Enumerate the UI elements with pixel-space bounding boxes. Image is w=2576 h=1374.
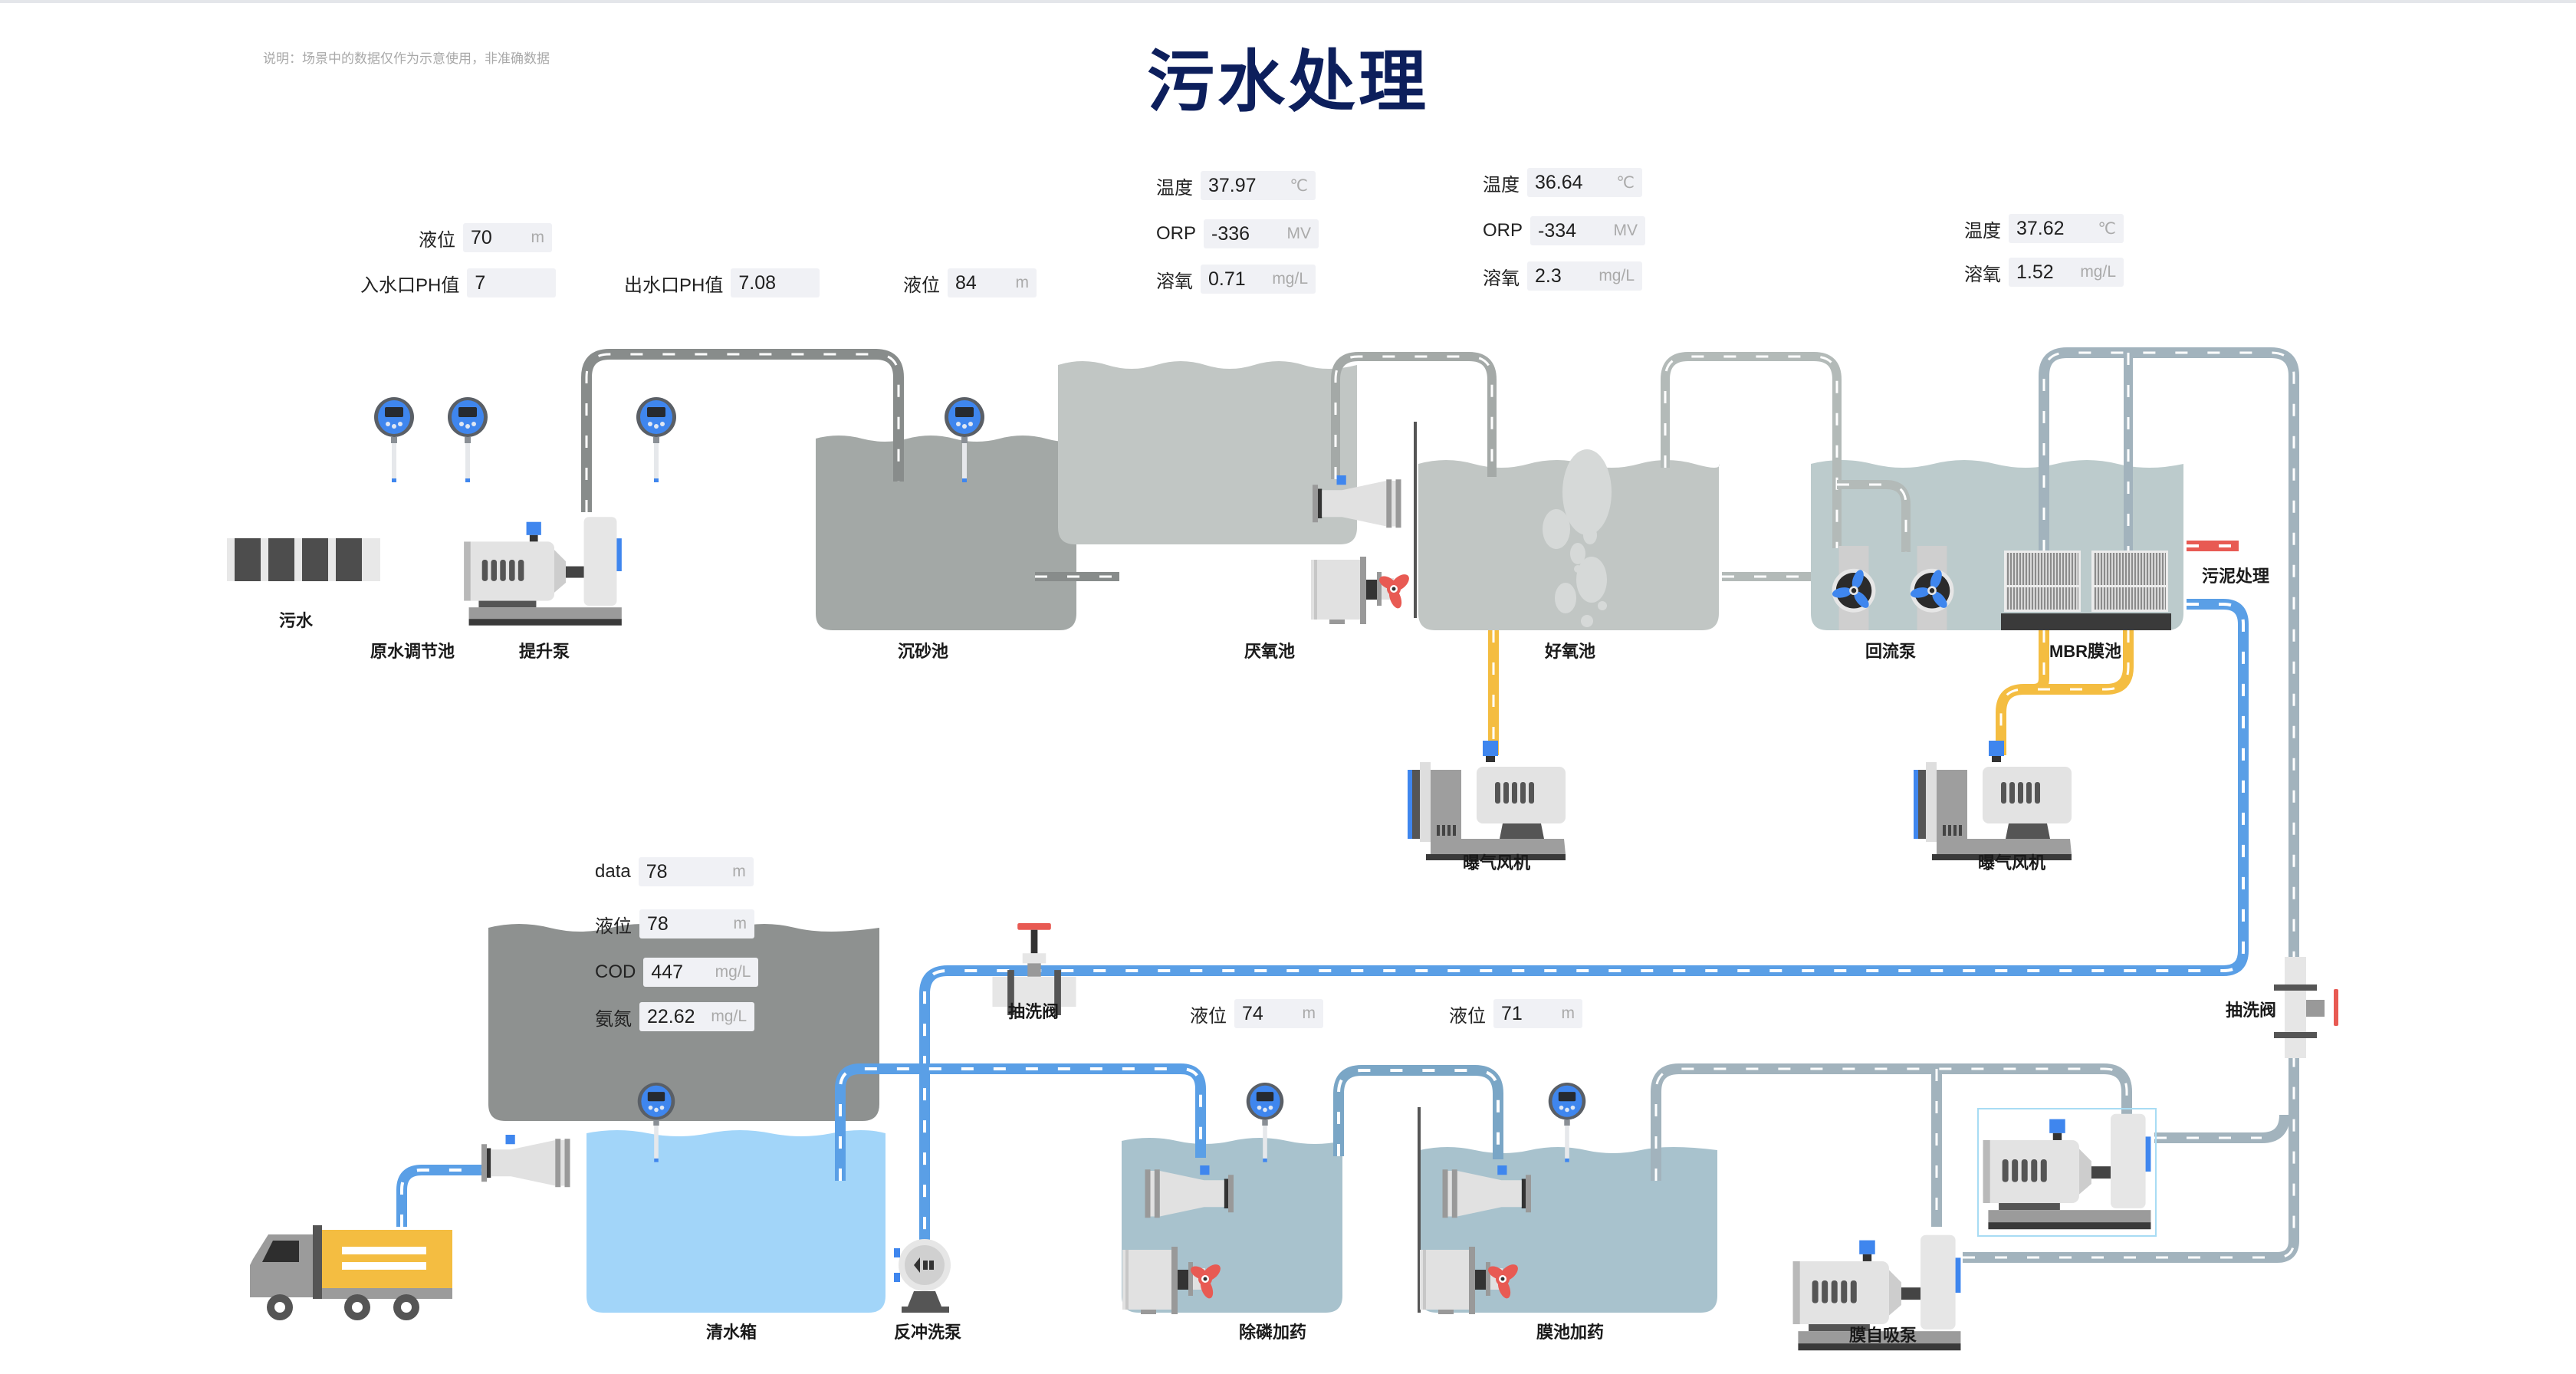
label-membrane-dosing[interactable]: 膜池加药 (1536, 1323, 1605, 1342)
truck-icon (250, 1225, 452, 1320)
anaerobic-tank (1058, 361, 1357, 544)
sewage-grille-icon (227, 538, 380, 581)
lift-pump-icon (464, 517, 622, 626)
inlet-ph-value: 7 (475, 271, 486, 294)
label-sewage[interactable]: 污水 (278, 611, 314, 630)
label-flush-valve-2[interactable]: 抽洗阀 (2225, 1001, 2277, 1020)
mbr-do-value: 1.52 (2016, 261, 2054, 283)
label-grit-tank[interactable]: 沉砂池 (897, 642, 949, 661)
aerobic-bubbles (1543, 449, 1612, 627)
membrane-pump-2-icon (1983, 1113, 2151, 1230)
pipe-truck (396, 1165, 491, 1227)
backwash-pump-icon (894, 1239, 951, 1313)
label-blower-1[interactable]: 曝气风机 (1462, 853, 1531, 873)
anaerobic-temp-value: 37.97 (1208, 174, 1257, 196)
selected-pump-frame (1977, 1108, 2157, 1237)
label-return-pump[interactable]: 回流泵 (1865, 642, 1917, 661)
membrane-module-2-icon (2091, 551, 2168, 612)
ph-meter-out-icon (636, 397, 676, 482)
blower-1-icon (1408, 741, 1566, 860)
clean-data-value: 78 (646, 860, 668, 883)
anaerobic-orp-value: -336 (1211, 222, 1250, 245)
anaerobic-mixer-icon (1311, 557, 1412, 624)
membrane-module-1-icon (2004, 551, 2081, 612)
blower-2-icon (1914, 741, 2072, 860)
label-dephos-dosing[interactable]: 除磷加药 (1238, 1323, 1307, 1342)
mbr-temp-value: 37.62 (2016, 217, 2065, 239)
label-sludge[interactable]: 污泥处理 (2201, 567, 2270, 586)
disclaimer-note: 说明：场景中的数据仅作为示意使用，非准确数据 (263, 51, 550, 66)
raw-level-value: 70 (471, 226, 492, 248)
pipe-mbr-suction (2039, 347, 2299, 958)
clean-water-tank (586, 1130, 886, 1313)
page-title: 污水处理 (1146, 44, 1429, 120)
aerobic-temp-value: 36.64 (1535, 171, 1583, 193)
label-membrane-pump[interactable]: 膜自吸泵 (1848, 1326, 1917, 1345)
flush-valve-2-icon (2274, 957, 2338, 1058)
pipe-anaerobic-to-aerobic (1331, 352, 1497, 479)
label-backwash-pump[interactable]: 反冲洗泵 (893, 1323, 962, 1342)
clean-inlet-icon (481, 1135, 570, 1188)
clean-nh3-value: 22.62 (647, 1005, 695, 1027)
clean-cod-value: 447 (651, 961, 684, 983)
label-anaerobic-tank[interactable]: 厌氧池 (1244, 642, 1296, 661)
clean-level-value: 78 (647, 912, 669, 935)
label-mbr-tank[interactable]: MBR膜池 (2049, 642, 2122, 661)
grit-tank (816, 436, 1076, 630)
membrane-level-value: 71 (1501, 1002, 1523, 1024)
aerobic-tank (1418, 460, 1720, 630)
label-aerobic-tank[interactable]: 好氧池 (1544, 642, 1596, 661)
label-raw-tank[interactable]: 原水调节池 (370, 642, 455, 661)
dosing-divider (1418, 1107, 1421, 1313)
anaerobic-do-value: 0.71 (1208, 268, 1246, 290)
ph-meter-in-icon (448, 397, 488, 482)
outlet-ph-value: 7.08 (738, 271, 777, 294)
label-flush-valve-1[interactable]: 抽洗阀 (1007, 1002, 1060, 1021)
pipe-lift-to-grit (581, 349, 904, 512)
label-lift-pump[interactable]: 提升泵 (518, 642, 570, 661)
dephos-level-value: 74 (1242, 1002, 1263, 1024)
aerobic-do-value: 2.3 (1535, 265, 1562, 287)
label-blower-2[interactable]: 曝气风机 (1977, 853, 2046, 873)
level-meter-icon (374, 397, 414, 482)
aerobic-orp-value: -334 (1538, 219, 1577, 242)
grit-level-value: 84 (955, 271, 977, 294)
top-border (0, 0, 2576, 3)
pipe-backwash-main (919, 599, 2249, 1257)
aerobic-wall (1414, 422, 1417, 618)
label-clean-tank[interactable]: 清水箱 (705, 1323, 757, 1342)
